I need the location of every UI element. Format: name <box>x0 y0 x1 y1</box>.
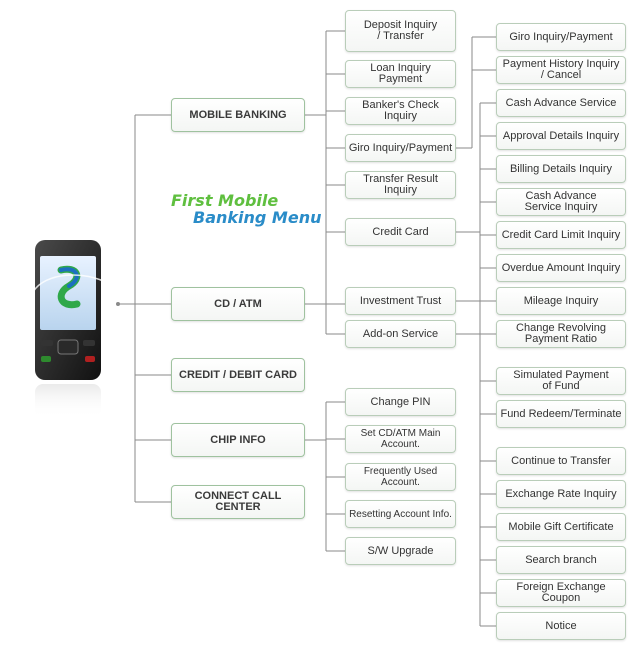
mobile-phone-image <box>32 240 110 418</box>
diagram-title-line1: First Mobile <box>171 191 279 210</box>
menu-item-frequently-used-account[interactable]: Frequently Used Account. <box>345 463 456 491</box>
menu-item-deposit-inquiry[interactable]: Deposit Inquiry / Transfer <box>345 10 456 52</box>
menu-item-transfer-result[interactable]: Transfer Result Inquiry <box>345 171 456 199</box>
diagram-title-line2: Banking Menu <box>193 208 322 227</box>
submenu-item-search-branch[interactable]: Search branch <box>496 546 626 574</box>
submenu-item-payment-history[interactable]: Payment History Inquiry / Cancel <box>496 56 626 84</box>
menu-item-giro[interactable]: Giro Inquiry/Payment <box>345 134 456 162</box>
menu-item-loan-inquiry[interactable]: Loan Inquiry Payment <box>345 60 456 88</box>
menu-item-resetting-account[interactable]: Resetting Account Info. <box>345 500 456 528</box>
submenu-item-fund-redeem[interactable]: Fund Redeem/Terminate <box>496 400 626 428</box>
submenu-item-giro-payment[interactable]: Giro Inquiry/Payment <box>496 23 626 51</box>
submenu-item-cash-advance-inquiry[interactable]: Cash Advance Service Inquiry <box>496 188 626 216</box>
submenu-item-continue-transfer[interactable]: Continue to Transfer <box>496 447 626 475</box>
main-menu-chip-info[interactable]: CHIP INFO <box>171 423 305 457</box>
submenu-item-billing-details[interactable]: Billing Details Inquiry <box>496 155 626 183</box>
submenu-item-simulated-payment[interactable]: Simulated Payment of Fund <box>496 367 626 395</box>
main-menu-cd-atm[interactable]: CD / ATM <box>171 287 305 321</box>
main-menu-connect-call-center[interactable]: CONNECT CALL CENTER <box>171 485 305 519</box>
submenu-item-approval-details[interactable]: Approval Details Inquiry <box>496 122 626 150</box>
menu-item-bankers-check[interactable]: Banker's Check Inquiry <box>345 97 456 125</box>
main-menu-credit-debit-card[interactable]: CREDIT / DEBIT CARD <box>171 358 305 392</box>
menu-item-sw-upgrade[interactable]: S/W Upgrade <box>345 537 456 565</box>
menu-item-addon-service[interactable]: Add-on Service <box>345 320 456 348</box>
submenu-item-notice[interactable]: Notice <box>496 612 626 640</box>
submenu-item-mobile-gift[interactable]: Mobile Gift Certificate <box>496 513 626 541</box>
submenu-item-card-limit[interactable]: Credit Card Limit Inquiry <box>496 221 626 249</box>
menu-item-credit-card[interactable]: Credit Card <box>345 218 456 246</box>
main-menu-mobile-banking[interactable]: MOBILE BANKING <box>171 98 305 132</box>
submenu-item-overdue-amount[interactable]: Overdue Amount Inquiry <box>496 254 626 282</box>
submenu-item-revolving-ratio[interactable]: Change Revolving Payment Ratio <box>496 320 626 348</box>
menu-item-set-main-account[interactable]: Set CD/ATM Main Account. <box>345 425 456 453</box>
menu-item-change-pin[interactable]: Change PIN <box>345 388 456 416</box>
submenu-item-mileage[interactable]: Mileage Inquiry <box>496 287 626 315</box>
submenu-item-cash-advance[interactable]: Cash Advance Service <box>496 89 626 117</box>
menu-item-investment-trust[interactable]: Investment Trust <box>345 287 456 315</box>
submenu-item-exchange-rate[interactable]: Exchange Rate Inquiry <box>496 480 626 508</box>
submenu-item-fx-coupon[interactable]: Foreign Exchange Coupon <box>496 579 626 607</box>
